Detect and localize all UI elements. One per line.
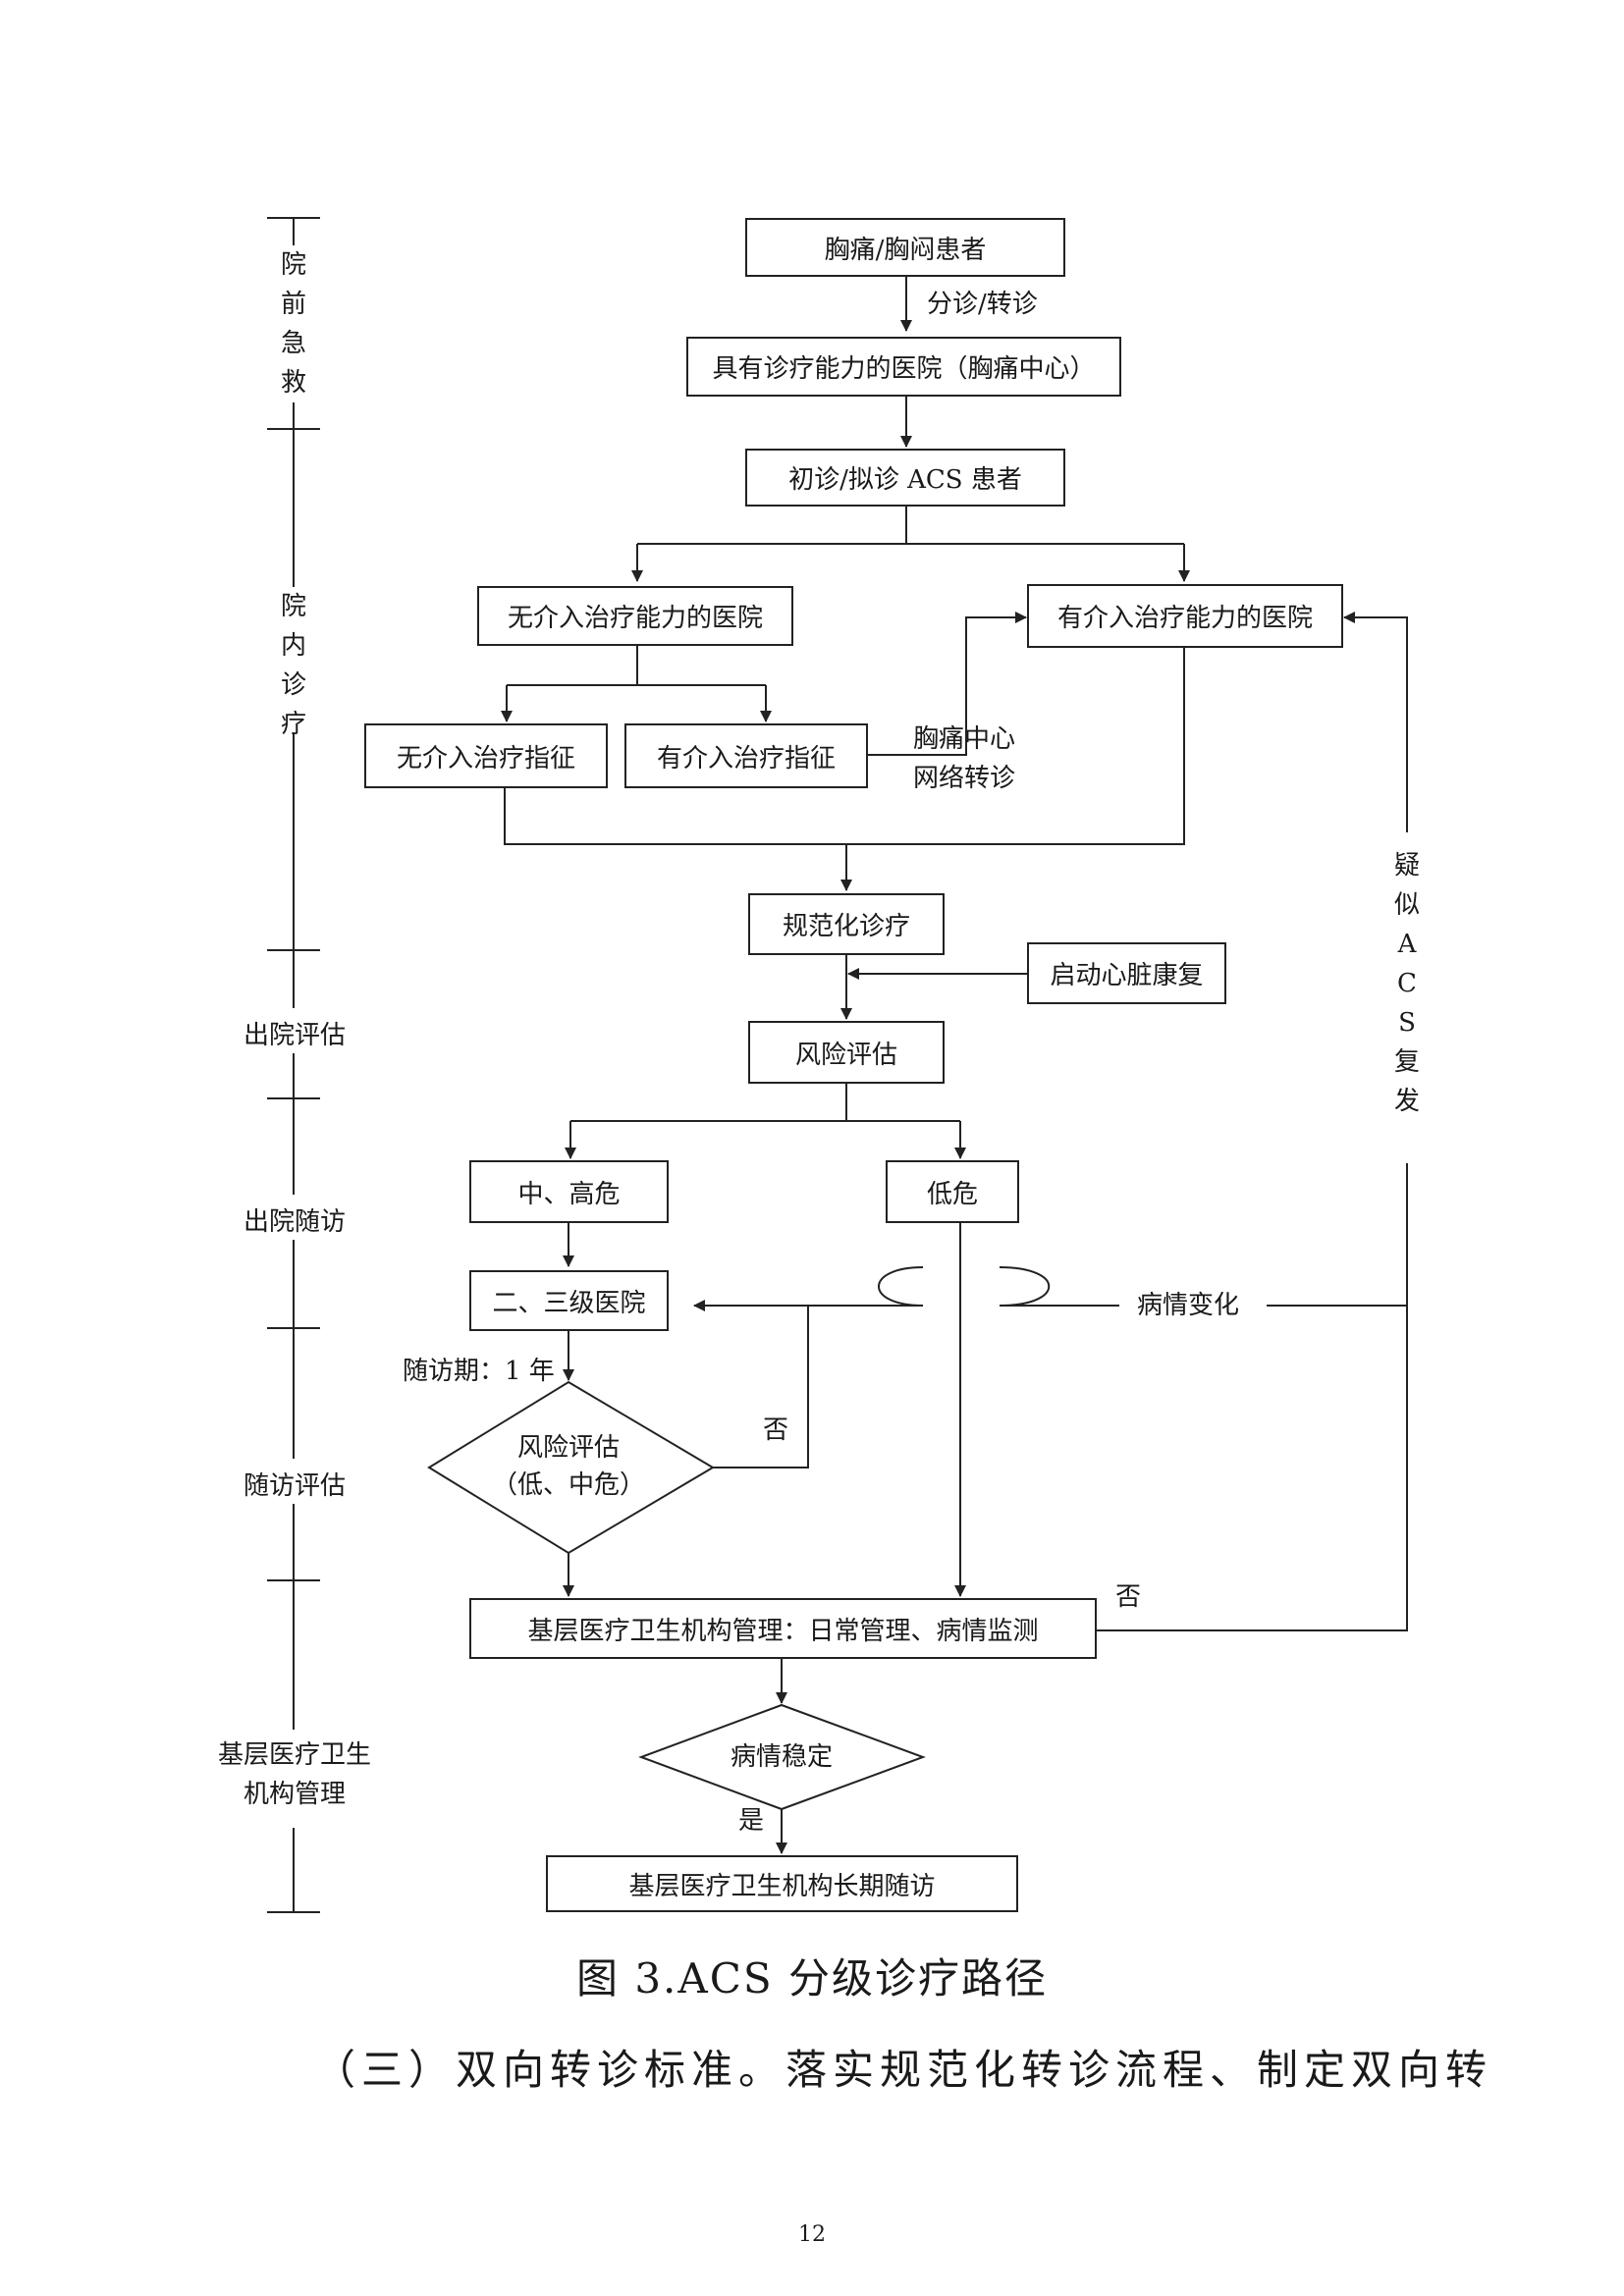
section-heading-text: （三）双向转诊标准。落实规范化转诊流程、制定双向转 (314, 2046, 1493, 2094)
longterm-followup-box: 基层医疗卫生机构长期随访 (546, 1855, 1018, 1912)
chest-pain-patient-box: 胸痛/胸闷患者 (745, 218, 1065, 277)
risk-assessment-box: 风险评估 (748, 1021, 945, 1084)
page-number: 12 (798, 2222, 826, 2247)
risk-diamond-line2: （低、中危） (491, 1470, 645, 1500)
stage-char: 院 (280, 592, 306, 621)
no-label-diamond: 否 (763, 1415, 789, 1445)
network-transfer-label: 胸痛中心 网络转诊 (913, 720, 1015, 798)
stage-char: 内 (280, 631, 306, 661)
stage-char: 院 (280, 250, 306, 280)
mid-high-risk-box: 中、高危 (469, 1160, 669, 1223)
stage-primary-care-line1: 基层医疗卫生 (217, 1740, 371, 1770)
network-transfer-line1: 胸痛中心 (913, 724, 1016, 754)
recurrence-char: A (1397, 930, 1417, 959)
figure-caption: 图 3.ACS 分级诊疗路径 (575, 1954, 1048, 2002)
triage-transfer-label: 分诊/转诊 (927, 290, 1038, 319)
stage-primary-care: 基层医疗卫生 机构管理 (206, 1735, 383, 1814)
risk-diamond-line1: 风险评估 (516, 1433, 620, 1463)
recurrence-char: 复 (1393, 1047, 1420, 1077)
stage-in-hospital: 院 内 诊 疗 (279, 587, 308, 744)
primary-management-box: 基层医疗卫生机构管理：日常管理、病情监测 (469, 1598, 1097, 1659)
followup-period-label: 随访期：1 年 (403, 1357, 555, 1386)
stage-char: 疗 (280, 710, 306, 739)
network-transfer-line2: 网络转诊 (913, 764, 1016, 793)
recurrence-char: 疑 (1393, 851, 1420, 881)
recurrence-char: S (1398, 1008, 1416, 1038)
no-label-management: 否 (1115, 1582, 1142, 1612)
stage-discharge-eval: 出院评估 (243, 1021, 346, 1050)
condition-change-label: 病情变化 (1137, 1291, 1240, 1320)
capable-hospital-box: 具有诊疗能力的医院（胸痛中心） (686, 337, 1121, 397)
stage-followup-eval: 随访评估 (243, 1471, 346, 1501)
standard-treatment-box: 规范化诊疗 (748, 893, 945, 955)
risk-assessment-diamond-text: 风险评估 （低、中危） (470, 1429, 667, 1504)
recurrence-char: 似 (1393, 890, 1420, 920)
stage-char: 急 (280, 329, 306, 358)
has-intervention-indication-box: 有介入治疗指征 (624, 723, 868, 788)
secondary-tertiary-hospital-box: 二、三级医院 (469, 1270, 669, 1331)
intervention-hospital-box: 有介入治疗能力的医院 (1027, 584, 1343, 648)
stage-pre-hospital: 院 前 急 救 (279, 245, 308, 402)
stage-char: 救 (280, 368, 306, 398)
recurrence-char: 发 (1393, 1087, 1420, 1116)
recurrence-char: C (1397, 969, 1417, 998)
suspected-acs-recurrence-label: 疑 似 A C S 复 发 (1392, 846, 1422, 1121)
stage-char: 诊 (280, 670, 306, 700)
low-risk-box: 低危 (886, 1160, 1019, 1223)
no-intervention-hospital-box: 无介入治疗能力的医院 (477, 586, 793, 646)
stage-char: 前 (280, 290, 306, 319)
stage-discharge-followup: 出院随访 (243, 1207, 346, 1237)
cardiac-rehab-box: 启动心脏康复 (1027, 942, 1226, 1004)
no-intervention-indication-box: 无介入治疗指征 (364, 723, 608, 788)
yes-label: 是 (738, 1806, 765, 1836)
initial-acs-box: 初诊/拟诊 ACS 患者 (745, 449, 1065, 507)
condition-stable-diamond-text: 病情稳定 (730, 1742, 833, 1772)
stage-primary-care-line2: 机构管理 (243, 1780, 346, 1809)
